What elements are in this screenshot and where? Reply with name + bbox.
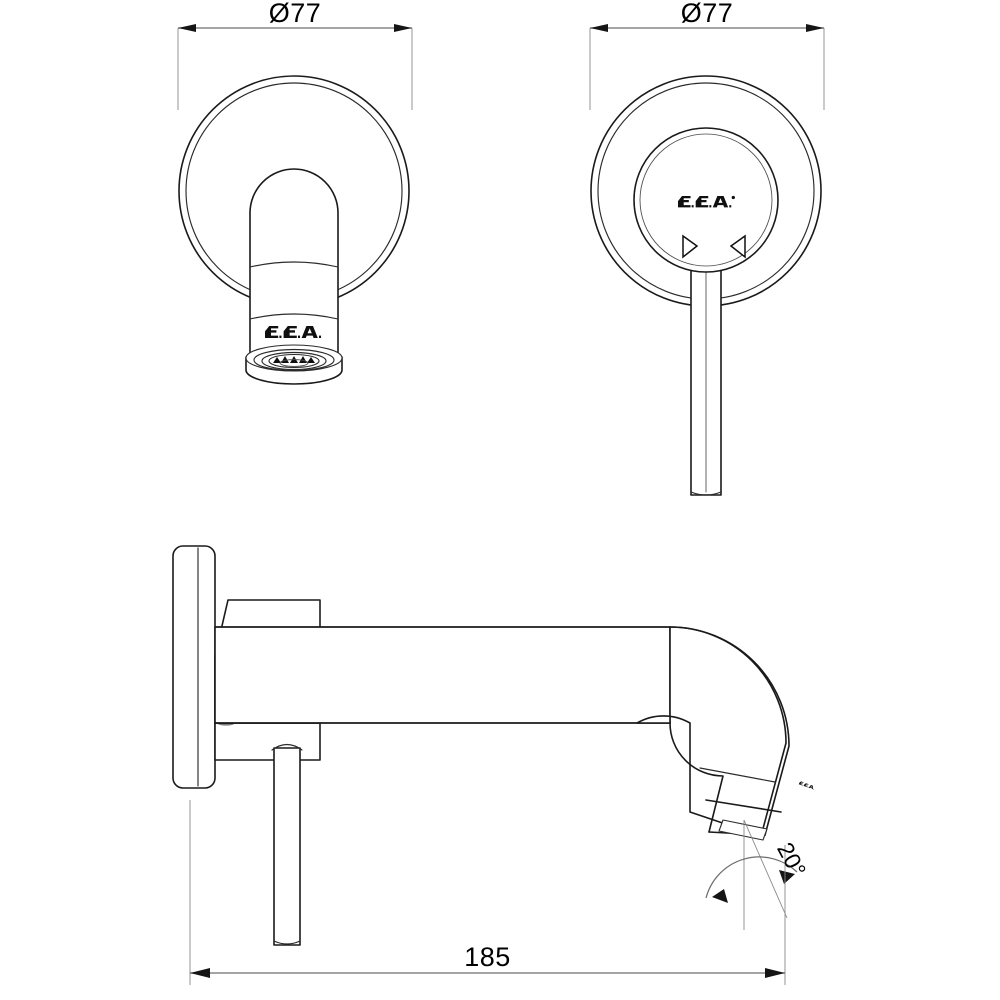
spout-arm [214,626,671,724]
spout-collar-seam [249,313,339,320]
dimension-projection-length [189,800,786,985]
gessi-logo-small [798,781,815,790]
aerator [245,344,343,385]
dimension-label-diameter-spout: Ø77 [268,0,322,28]
outlet-aerator-face [718,819,768,841]
wall-plate [172,545,216,789]
side-lever-end [273,940,301,945]
side-lever-shoulder [271,743,303,751]
spout-upper-seam [249,261,339,268]
spout-outer-curve [669,626,790,836]
side-lever-rod [273,747,301,946]
spout-inner-curve [669,722,724,833]
hot-cold-arrow-left-icon [682,234,699,259]
dimension-diameter-spout-escutcheon [177,24,413,110]
escutcheon-body-lower [214,722,321,761]
handle-cap-inner-ring [639,133,773,267]
dimension-diameter-handle-escutcheon [589,24,825,110]
hot-cold-arrow-right-icon [729,234,746,259]
view-front-spout [178,75,410,385]
dimension-label-projection: 185 [464,942,511,972]
dimension-label-diameter-handle: Ø77 [680,0,734,28]
lever-rod-end [690,491,722,496]
view-side-assembly [172,545,815,946]
view-front-handle [590,75,822,496]
spout-body [249,168,339,373]
